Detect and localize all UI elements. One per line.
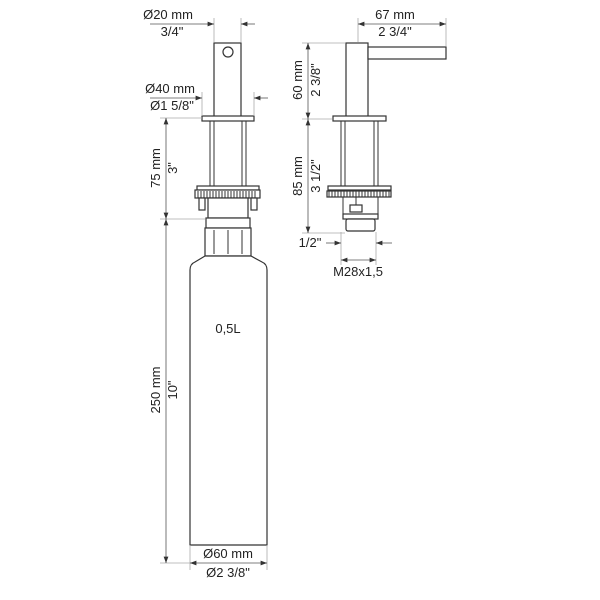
side-view: 67 mm 2 3/4" 60 mm 2 3/8" 85 mm 3 1/2" 1… [290, 7, 447, 279]
flange [201, 115, 255, 122]
pump-head-side [345, 42, 369, 118]
head-height-in: 2 3/8" [308, 63, 323, 97]
spout-length-mm: 67 mm [375, 7, 415, 22]
thread-length: 1/2" [299, 235, 322, 250]
head-diameter-mm: Ø20 mm [143, 7, 193, 22]
bottle-height-mm: 250 mm [148, 367, 163, 414]
bottle-diameter-in: Ø2 3/8" [206, 565, 250, 580]
body-height-in: 3" [165, 162, 180, 174]
front-view: 0,5L Ø20 mm 3/4" Ø40 mm Ø1 5/8" 75 mm 3"… [143, 7, 268, 580]
side-body-height-in: 3 1/2" [308, 159, 323, 193]
head-diameter-in: 3/4" [161, 24, 184, 39]
bottle [189, 255, 268, 546]
head-height-mm: 60 mm [290, 60, 305, 100]
thread [345, 218, 376, 232]
spout-length-in: 2 3/4" [378, 24, 412, 39]
bottle-volume: 0,5L [215, 321, 240, 336]
bottle-diameter-mm: Ø60 mm [203, 546, 253, 561]
flange-diameter-in: Ø1 5/8" [150, 98, 194, 113]
pump-hole [222, 46, 234, 58]
flange-diameter-mm: Ø40 mm [145, 81, 195, 96]
side-body-height-mm: 85 mm [290, 156, 305, 196]
thread-spec: M28x1,5 [333, 264, 383, 279]
body-height-mm: 75 mm [148, 148, 163, 188]
mount-plate [196, 185, 260, 191]
bottle-height-in: 10" [165, 380, 180, 399]
collar [207, 197, 249, 219]
flange-side [332, 115, 387, 122]
spout [367, 46, 447, 60]
